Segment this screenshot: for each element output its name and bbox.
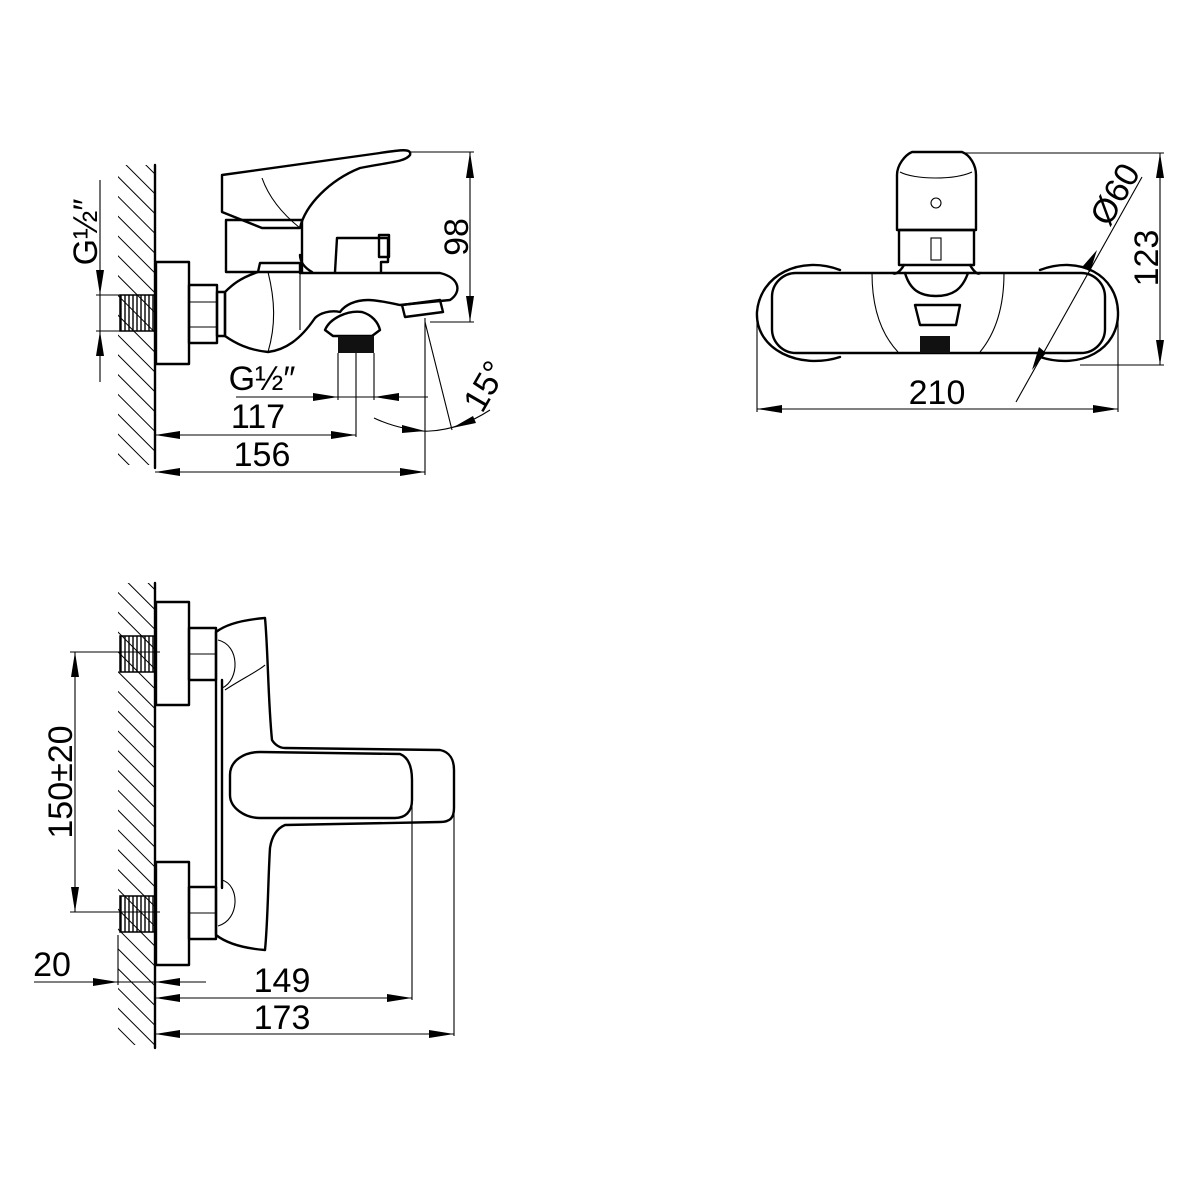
- side-view: G½″ 98 G½″ 117 156 15°: [67, 149, 515, 476]
- upper-inlet-thread: [119, 635, 156, 673]
- flange: [154, 260, 191, 366]
- angle-label: 15°: [456, 355, 515, 419]
- lever-head: [895, 150, 978, 232]
- diameter-label: Ø60: [1083, 157, 1148, 232]
- right-flange: [1038, 263, 1120, 363]
- nut: [187, 283, 219, 345]
- front-view: 123 210 Ø60: [755, 150, 1166, 413]
- top-lever: [228, 750, 414, 820]
- height-label: 98: [438, 218, 476, 256]
- outlet-distance-label: 117: [231, 398, 285, 436]
- inlet-spacing-label: 150±20: [42, 725, 80, 838]
- lower-inlet-thread: [119, 895, 156, 933]
- handle-column: [224, 218, 304, 274]
- total-depth-label: 173: [254, 999, 311, 1037]
- inlet-thread: [119, 294, 156, 332]
- left-flange: [755, 263, 842, 363]
- body: [223, 261, 459, 354]
- spout-length-label: 156: [234, 436, 291, 474]
- top-view: 150±20 20 149 173: [33, 581, 456, 1050]
- outlet-fitting: [323, 310, 382, 338]
- inlet-thread-label: G½″: [67, 199, 105, 266]
- top-body: [214, 616, 456, 952]
- handle-depth-label: 149: [254, 962, 311, 1000]
- logo-dot: [930, 197, 942, 209]
- lever: [220, 149, 412, 230]
- upper-flange: [154, 600, 191, 707]
- aerator: [913, 303, 962, 327]
- outlet-thread: [338, 336, 374, 353]
- width-label: 210: [909, 374, 966, 412]
- spout-tip: [400, 298, 445, 319]
- front-outlet-thread: [920, 336, 950, 353]
- offset-label: 20: [33, 946, 71, 984]
- outlet-thread-label: G½″: [229, 360, 296, 398]
- front-height-label: 123: [1128, 230, 1166, 287]
- lower-flange: [154, 860, 191, 967]
